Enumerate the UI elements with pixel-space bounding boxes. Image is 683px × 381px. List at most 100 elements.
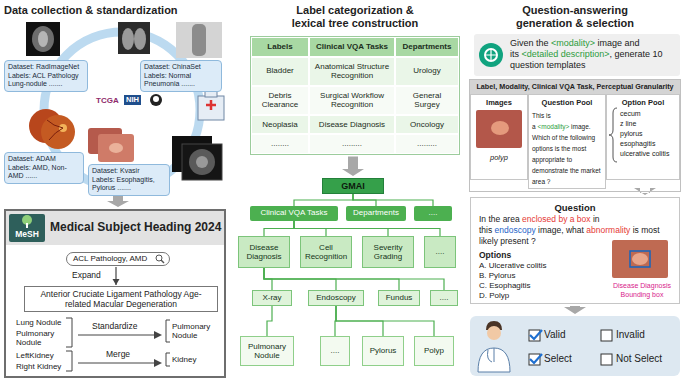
tree-link (353, 194, 433, 206)
edge-label: Expand (72, 270, 101, 280)
node-text: z line (610, 119, 676, 129)
tree-line (353, 194, 433, 206)
node-text: Valid (544, 328, 566, 341)
label-table: LabelsClinical VQA TasksDepartmentsBladd… (250, 36, 460, 155)
node-text: D. Polyp (479, 291, 609, 301)
node-text: endoscopy (495, 225, 536, 235)
node-text: Polyp (424, 346, 444, 356)
node-text: Dataset: ChinaSet (144, 63, 218, 72)
section-title: Question-answering generation & selectio… (500, 4, 650, 30)
node-text: Labels (251, 37, 309, 57)
node-text: esophagitis (610, 139, 676, 149)
search-box: ACL Pathology, AMD (66, 252, 170, 266)
node-text: image, what (538, 225, 584, 235)
dataset-callout: Dataset: KvasirLabels: Esophagitis, Pylo… (88, 164, 170, 196)
tree-line (264, 221, 294, 236)
node-text: pylorus (610, 129, 676, 139)
node-text: Question (479, 202, 671, 214)
node-text: Anatomical Structure Recognition (309, 57, 395, 86)
node-text: C. Esophagitis (479, 281, 609, 291)
tree-line (267, 306, 272, 336)
node-text: Neoplasia (251, 115, 309, 135)
tree-line (294, 194, 353, 206)
block-arrow (564, 306, 586, 314)
node-text: Pylorus (370, 346, 397, 356)
tree-link (264, 268, 444, 290)
node-text: ......... (395, 134, 459, 154)
tree-link (294, 194, 353, 206)
node-text: Dataset: ADAM (8, 155, 80, 164)
term: Pulmonary Nodule (172, 322, 220, 340)
tree-node: .... (414, 206, 452, 221)
tree-node: .... (430, 290, 458, 306)
tree-link (267, 306, 272, 336)
node-text: Severity Grading (365, 243, 411, 262)
tree-node: Departments (346, 206, 406, 221)
node-text: Urology (395, 57, 459, 86)
node-text: Clinical VQA Tasks (309, 37, 395, 57)
dataset-callout: Dataset: ADAMLabels: AMD, Non-AMD ...... (4, 152, 84, 184)
node-text: X-ray (262, 293, 281, 302)
node-text: Select (544, 352, 572, 365)
node-text: Not Select (616, 352, 662, 365)
tree-line (294, 221, 440, 236)
term: Right Kidney (16, 362, 61, 371)
node-text: Label, Modality, Clinical VQA Task, Perc… (470, 80, 680, 94)
tree-line (336, 306, 434, 336)
node-text: Pulmonary Nodule (243, 342, 291, 361)
tree-node: Clinical VQA Tasks (250, 206, 338, 221)
node-text: .... (440, 293, 449, 302)
node-text: Anterior Cruciate Ligament Pathology Age… (40, 289, 201, 309)
node-text: Invalid (616, 328, 645, 341)
term: Pulmonary Nodule (16, 329, 68, 347)
node-text: Labels: ACL Pathology Lung-nodule ......… (8, 72, 84, 89)
step-label: Standardize (92, 321, 137, 331)
block-arrow-shape (634, 188, 656, 195)
node-text: MeSH (9, 229, 45, 239)
source-logo: NIH (124, 95, 141, 105)
node-text: Options (479, 250, 671, 261)
expand-arrow (113, 267, 120, 285)
node-text: .... (331, 346, 340, 356)
tree-leaf: Pulmonary Nodule (240, 336, 294, 366)
node-text: ........ (251, 134, 309, 154)
node-text: <detailed description> (522, 49, 610, 59)
term: Kidney (172, 355, 196, 364)
node-text: ACL Pathology, AMD (73, 254, 147, 263)
node-text: <modality> (551, 38, 595, 48)
question-box: QuestionIn the areaenclosed by a boxin t… (470, 197, 680, 304)
node-text: GMAI (341, 181, 365, 191)
tree-node: Cell Recognition (300, 236, 352, 268)
block-arrow (634, 188, 656, 195)
node-text: cecum (610, 109, 676, 119)
node-text: image. Which of the following options is… (532, 123, 601, 185)
node-text: Fundus (386, 293, 413, 302)
node-text: .... (429, 208, 438, 217)
arrowhead (113, 279, 120, 285)
node-text: Given the (510, 38, 549, 48)
tree-root: GMAI (322, 178, 384, 194)
tree-node: Disease Diagnosis (238, 236, 290, 268)
tree-node: X-ray (252, 290, 292, 306)
node-text: B. Pylorus (479, 271, 609, 281)
node-text: Dataset: RadImageNet (8, 63, 84, 72)
node-text: Question Pool (532, 98, 602, 107)
node-text: Cell Recognition (303, 243, 349, 262)
node-text: Disease Diagnosis (309, 115, 395, 135)
node-text: Option Pool (610, 98, 676, 107)
tree-leaf: .... (320, 336, 350, 366)
section-title: Data collection & standardization (4, 4, 178, 17)
node-text: General Surgey (395, 86, 459, 115)
pool-cell: Option Pool cecumz linepylorusesophagitis… (606, 94, 680, 180)
block-arrow-shape (564, 306, 586, 314)
node-text: polyp (471, 153, 527, 162)
source-logo: TCGA (96, 96, 119, 106)
term: Lung Nodule (16, 318, 61, 327)
tree-leaf: Polyp (414, 336, 454, 366)
pool-panel: Label, Modality, Clinical VQA Task, Perc… (470, 80, 680, 191)
dataset-callout: Dataset: RadImageNetLabels: ACL Patholog… (4, 60, 88, 92)
node-text: Images (471, 98, 527, 107)
node-text: <modality> (537, 123, 569, 130)
tree-node: Severity Grading (362, 236, 414, 268)
